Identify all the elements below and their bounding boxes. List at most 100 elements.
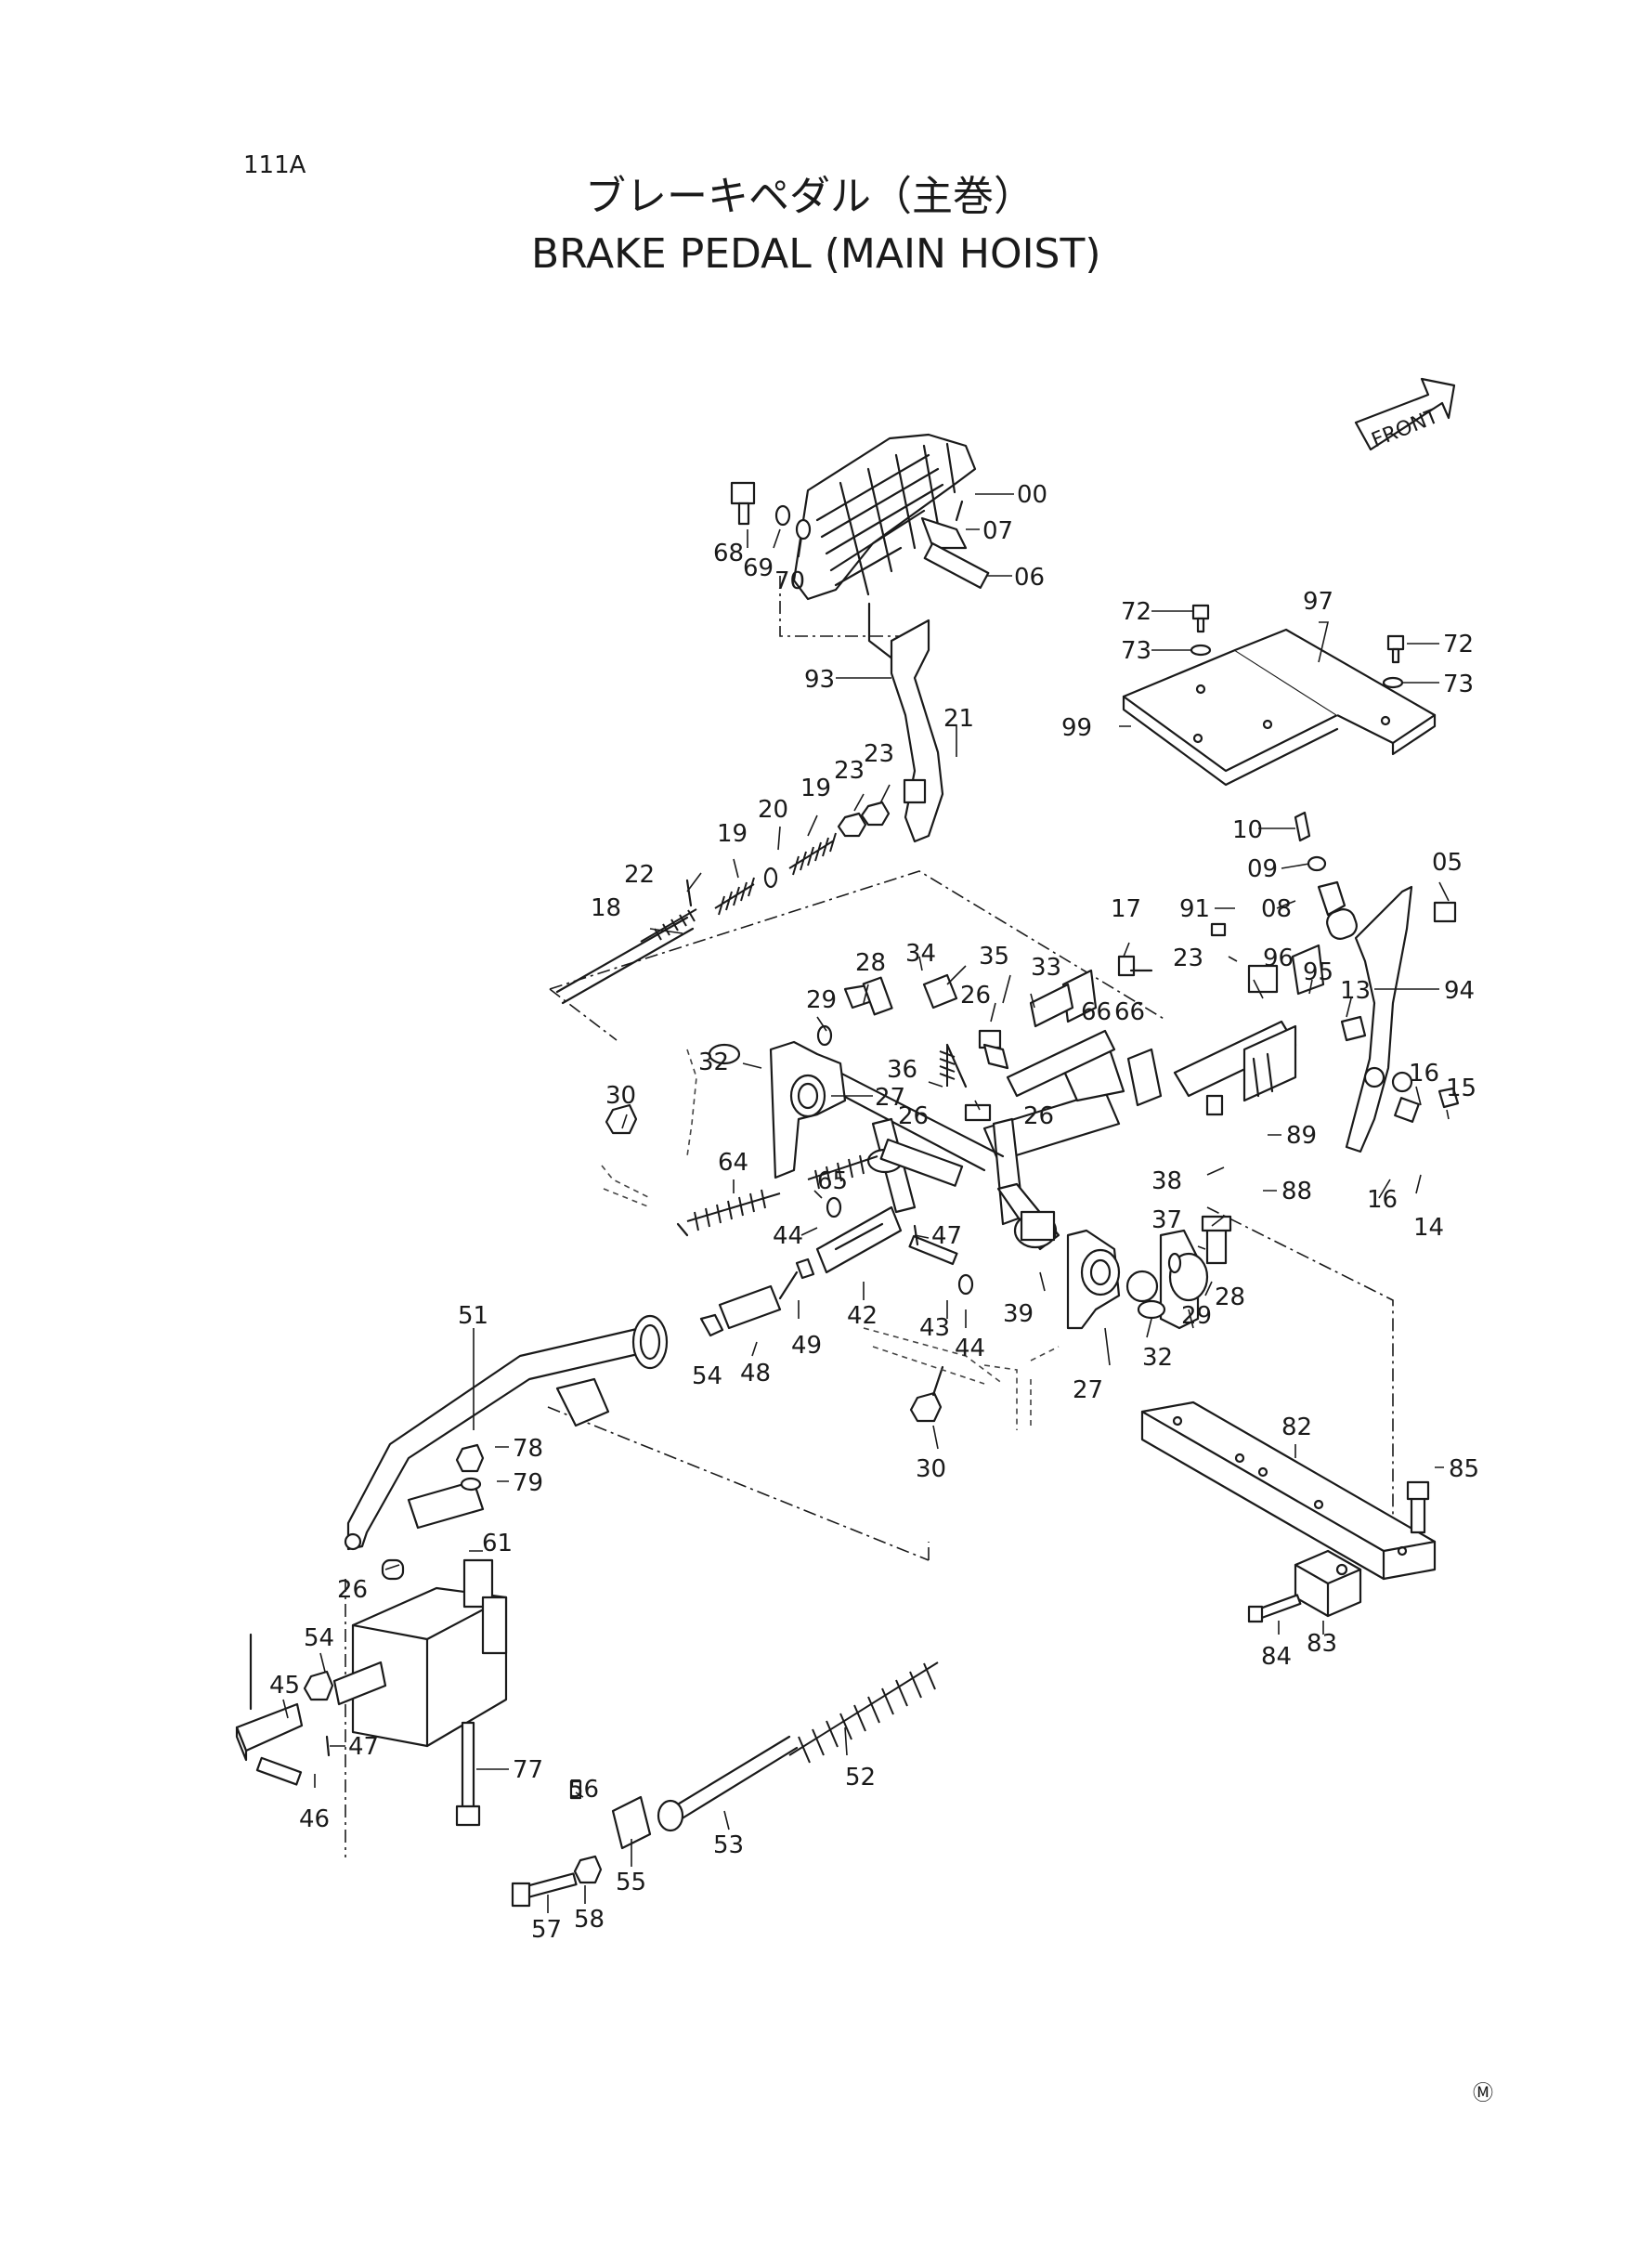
callout: 10 — [1232, 816, 1263, 844]
callout: 26 — [337, 1576, 368, 1604]
callout: 00 — [1017, 481, 1047, 509]
callout: 56 — [568, 1776, 599, 1804]
callout: 35 — [979, 943, 1009, 971]
callout: 09 — [1247, 855, 1278, 883]
callout: 28 — [855, 949, 886, 977]
callout: 22 — [624, 861, 655, 889]
leader-lines — [282, 493, 1450, 1913]
adjust-link — [815, 1196, 974, 1296]
assembly-outline — [345, 576, 1394, 1857]
callout: 61 — [482, 1530, 513, 1557]
callout: 42 — [847, 1302, 878, 1330]
callout: 27 — [875, 1084, 905, 1112]
callout: 55 — [616, 1869, 646, 1896]
callout: 68 — [713, 540, 744, 567]
callout: 26 — [960, 982, 991, 1010]
callout: 38 — [1151, 1167, 1182, 1195]
callout: 47 — [931, 1222, 962, 1250]
cover-plate — [1122, 628, 1437, 787]
callout: 06 — [1014, 564, 1045, 592]
callout: 64 — [718, 1149, 748, 1177]
callout: 29 — [1181, 1302, 1212, 1330]
svg-text:FRONT: FRONT — [1369, 405, 1443, 453]
callout: 65 — [817, 1167, 848, 1195]
link-lever-51 — [344, 1314, 669, 1551]
callout: 39 — [1003, 1300, 1034, 1328]
callout: 43 — [919, 1314, 950, 1342]
callout: 05 — [1432, 849, 1463, 877]
callout: 85 — [1449, 1455, 1479, 1483]
circled-m-mark: Ⓜ — [1473, 2082, 1493, 2105]
callout: 46 — [299, 1805, 330, 1833]
front-arrow-icon: FRONT — [1354, 377, 1456, 453]
bracket-27-lower — [1066, 1215, 1232, 1330]
spring-rod — [657, 1661, 939, 1832]
callout: 20 — [758, 796, 788, 824]
callout: 66 — [1081, 998, 1112, 1026]
callout: 72 — [1443, 631, 1474, 658]
callout: 26 — [898, 1102, 929, 1130]
callout: 45 — [269, 1672, 300, 1700]
valve-block — [303, 1558, 508, 1748]
callout: 23 — [834, 757, 865, 785]
washers-78-79 — [455, 1443, 485, 1492]
nuts-30 — [605, 1103, 944, 1423]
callout: 82 — [1281, 1414, 1312, 1441]
callout: 84 — [1261, 1643, 1292, 1671]
callout: 66 — [1114, 998, 1145, 1026]
main-frame — [806, 969, 1297, 1330]
callout: 29 — [806, 986, 837, 1014]
callout: 34 — [905, 940, 936, 968]
callout: 28 — [1215, 1283, 1245, 1311]
callout: 58 — [574, 1906, 605, 1934]
callout: 51 — [458, 1302, 488, 1330]
shaft-pins — [866, 973, 1009, 1187]
callout: 88 — [1281, 1178, 1312, 1205]
callout: 91 — [1179, 895, 1210, 923]
callout: 27 — [1073, 1376, 1103, 1404]
title-english: BRAKE PEDAL (MAIN HOIST) — [531, 230, 1101, 278]
callout: 19 — [800, 775, 831, 802]
callout: 23 — [1173, 945, 1203, 972]
block-83 — [1247, 1549, 1362, 1623]
callout: 48 — [740, 1360, 771, 1388]
callout: 89 — [1286, 1122, 1317, 1150]
callout: 36 — [887, 1056, 917, 1084]
bolt-68 — [730, 481, 812, 541]
callout: 16 — [1367, 1186, 1398, 1214]
callout: 19 — [717, 820, 748, 848]
callout: 99 — [1061, 714, 1092, 742]
turnbuckle — [699, 1257, 815, 1337]
title-japanese: ブレーキペダル（主巻） — [585, 173, 1034, 220]
callout: 14 — [1413, 1214, 1444, 1242]
bracket-27-upper — [708, 976, 893, 1179]
pedal-lever — [867, 602, 944, 843]
callout: 79 — [513, 1469, 543, 1497]
callout: 21 — [943, 705, 974, 733]
callout: 52 — [845, 1764, 876, 1791]
clevis — [235, 1633, 331, 1786]
callout: 70 — [774, 567, 805, 595]
tension-springs — [676, 1045, 956, 1237]
callout: 54 — [692, 1362, 722, 1390]
callout: 96 — [1263, 945, 1294, 972]
page-number: 111A — [243, 151, 306, 179]
callout: 97 — [1303, 588, 1333, 616]
callout: 18 — [591, 894, 621, 922]
hidden-lines — [601, 1049, 1060, 1430]
callout: 23 — [864, 740, 894, 768]
callout: 16 — [1409, 1060, 1439, 1088]
beam-82 — [1140, 1401, 1437, 1581]
callout: 47 — [348, 1733, 379, 1761]
callout: 30 — [916, 1455, 946, 1483]
return-spring-assembly — [555, 801, 891, 1005]
bolt-77 — [455, 1721, 481, 1827]
callout: 73 — [1121, 637, 1151, 665]
callout: 73 — [1443, 671, 1474, 698]
callout: 15 — [1446, 1075, 1476, 1102]
callout: 83 — [1307, 1630, 1337, 1658]
callout: 49 — [791, 1332, 822, 1360]
pivot-bracket — [1117, 811, 1460, 1153]
callout: 37 — [1151, 1206, 1182, 1234]
